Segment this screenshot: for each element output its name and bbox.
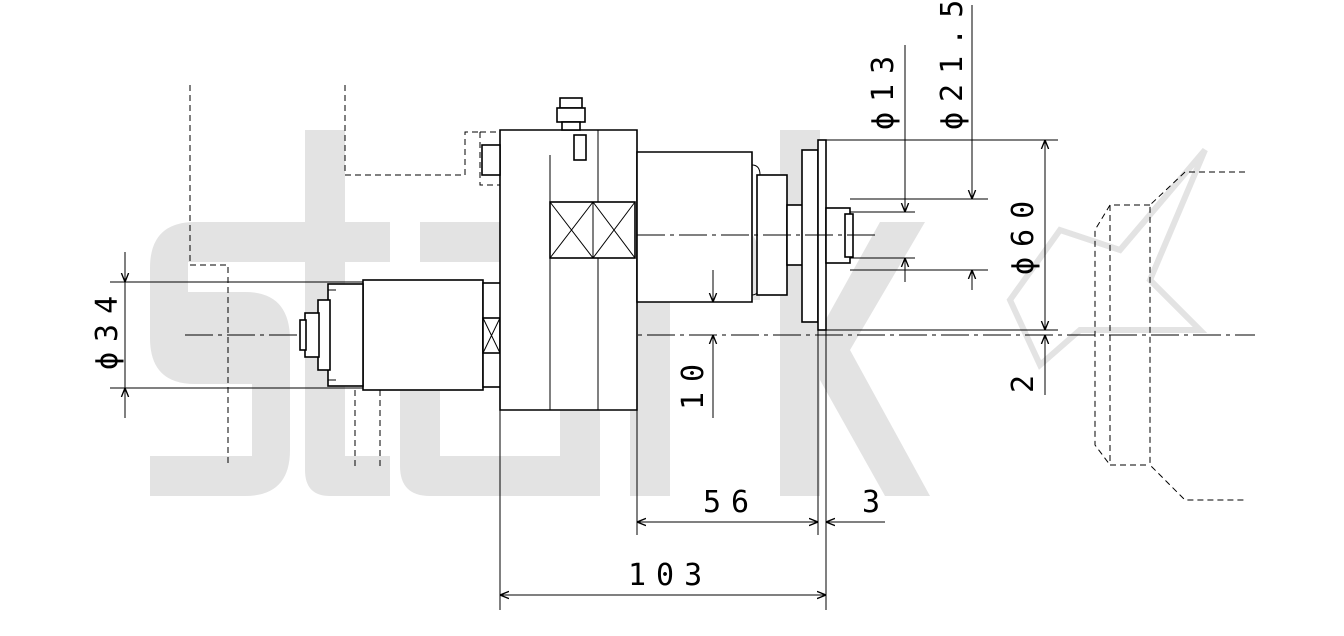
spindle-housing xyxy=(636,139,880,331)
dimension-56: 56 xyxy=(637,485,818,522)
dimension-103: 103 xyxy=(500,558,826,595)
dimension-3: 3 xyxy=(795,485,890,522)
dimension-phi34: ϕ34 xyxy=(90,252,363,418)
dim-phi13-label: ϕ13 xyxy=(866,46,901,130)
dim-phi34-label: ϕ34 xyxy=(90,286,125,370)
dimension-phi60: ϕ60 xyxy=(826,139,1058,330)
dim-phi60-label: ϕ60 xyxy=(1006,191,1041,275)
dim-10-label: 10 xyxy=(676,354,711,410)
dimension-phi21-5: ϕ21.5 xyxy=(850,0,988,290)
dim-phi21-5-label: ϕ21.5 xyxy=(935,0,970,130)
left-phantom-outline xyxy=(189,85,480,470)
main-housing xyxy=(479,129,638,411)
dimension-phi13: ϕ13 xyxy=(850,45,915,282)
dim-103-label: 103 xyxy=(628,558,712,593)
right-phantom-outline xyxy=(1094,171,1245,501)
grease-nipple-icon xyxy=(556,97,586,131)
tool-shank xyxy=(299,279,502,391)
watermark-letter-s xyxy=(150,222,290,496)
dim-56-label: 56 xyxy=(703,485,759,520)
dim-2-label: 2 xyxy=(1006,365,1041,393)
dim-3-label: 3 xyxy=(862,485,890,520)
dimension-10: 10 xyxy=(637,270,725,418)
dimension-2: 2 xyxy=(826,329,1058,395)
